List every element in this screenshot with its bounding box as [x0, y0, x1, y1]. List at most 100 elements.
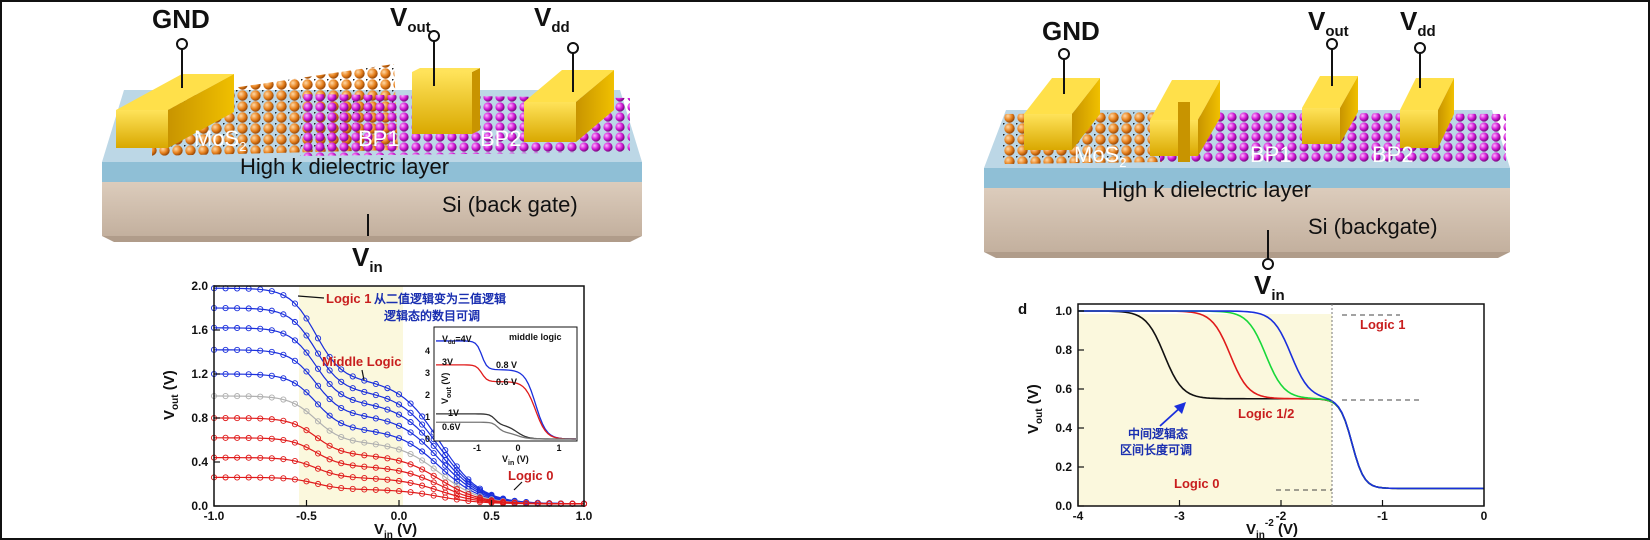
logichalf-annotation: Logic 1/2 — [1238, 406, 1294, 421]
x-tick-label: 1.0 — [576, 509, 593, 523]
curve-marker — [303, 408, 310, 415]
y-tick-label: 2.0 — [191, 279, 208, 293]
curve-marker — [234, 324, 241, 332]
curve-marker — [268, 416, 275, 423]
curve-marker — [315, 465, 322, 472]
curve-marker — [349, 474, 356, 481]
curve-marker — [326, 427, 333, 434]
y-tick-label-right: 0.8 — [1055, 343, 1072, 357]
curve-marker — [349, 396, 356, 404]
y-tick-label: 0.4 — [191, 455, 208, 469]
curve-marker — [361, 452, 368, 459]
curve-marker — [465, 497, 472, 505]
curve-marker — [280, 292, 287, 299]
curve-marker — [257, 347, 264, 354]
inset-08v-label: 0.8 V — [496, 360, 517, 370]
curve-marker — [349, 437, 356, 444]
curve-marker — [315, 480, 322, 488]
curve-marker — [245, 474, 252, 481]
inset-plot: -1 0 1 0 1 2 3 4 Vin (V) Vout (V) Vdd=4V… — [425, 326, 578, 467]
curve-marker — [338, 366, 345, 373]
curve-marker — [361, 475, 368, 482]
inset-curve — [436, 421, 577, 440]
y-tick-label-right: 0.0 — [1055, 499, 1072, 513]
inset-y-label: Vout (V) — [440, 373, 453, 404]
curve-marker — [453, 492, 460, 500]
curve-marker — [407, 400, 414, 407]
curve-marker — [453, 474, 460, 481]
curve-marker — [361, 439, 368, 446]
curve-marker — [384, 487, 391, 494]
dielectric-label: High k dielectric layer — [240, 154, 449, 179]
vout-label: Vout — [390, 2, 431, 36]
curve-marker — [326, 456, 333, 463]
curve-marker — [430, 479, 437, 486]
gnd-terminal-right — [1058, 48, 1070, 94]
curve-marker — [419, 482, 426, 489]
curve-marker — [407, 470, 414, 477]
curve-marker — [338, 420, 345, 427]
curve-marker — [395, 391, 403, 398]
curve-marker — [430, 485, 437, 493]
curve-marker — [384, 406, 391, 413]
curve-marker — [372, 486, 379, 493]
curve-marker — [268, 455, 275, 462]
curve-marker — [303, 368, 310, 375]
curve-marker — [315, 401, 322, 408]
curve-marker — [257, 474, 264, 481]
curve-marker — [280, 351, 287, 358]
curve-marker — [222, 454, 229, 461]
y-tick-label-right: 1.0 — [1055, 304, 1072, 318]
x-tick-label-right: -2 — [1276, 509, 1287, 523]
curve-marker — [268, 288, 275, 295]
curve-marker — [372, 453, 379, 460]
curve-marker — [453, 489, 460, 496]
vout-electrode — [412, 68, 480, 134]
bp1-label-right: BP1 — [1250, 142, 1292, 167]
curve-marker — [268, 307, 275, 314]
curve-marker — [326, 380, 333, 388]
curve-marker — [384, 431, 391, 438]
curve-marker — [372, 415, 379, 422]
curve-marker — [222, 324, 229, 331]
curve-marker — [361, 388, 368, 396]
curve-marker — [291, 380, 298, 387]
vdd-terminal-right — [1414, 42, 1426, 88]
mos2-label-right: MoS2 — [1074, 142, 1126, 170]
inset-x-label: Vin (V) — [502, 454, 529, 467]
vout-electrode-right — [1302, 76, 1358, 144]
x-tick-label-right: 0 — [1481, 509, 1488, 523]
curve-marker — [303, 461, 310, 468]
curve-marker — [430, 465, 437, 472]
y-tick-label: 1.6 — [191, 323, 208, 337]
curve-marker — [407, 419, 414, 426]
mos2-label: MoS2 — [194, 126, 246, 154]
curve-marker — [280, 475, 287, 482]
curve-marker — [222, 474, 229, 481]
curve-marker — [245, 434, 252, 442]
inset-vdd-label: Vdd=4V — [442, 334, 472, 346]
curve-marker — [234, 474, 241, 481]
inset-y-tick: 1 — [425, 412, 430, 422]
gate-electrode-right — [1150, 80, 1220, 162]
curve-marker — [395, 477, 403, 485]
vin-label-right: Vin — [1254, 270, 1285, 304]
curve-marker — [338, 378, 345, 385]
curve-marker — [453, 486, 460, 493]
curve-marker — [326, 442, 333, 449]
curve-marker — [395, 488, 403, 495]
chinese-annotation-arrowhead — [1174, 402, 1186, 414]
inset-06v-label: 0.6V — [442, 422, 461, 432]
dielectric-label-right: High k dielectric layer — [1102, 177, 1311, 202]
curve-marker — [245, 371, 252, 378]
curve-marker — [395, 422, 403, 429]
curve-marker — [384, 418, 391, 425]
curve-marker — [222, 434, 229, 441]
left-axis-ticks — [213, 285, 585, 507]
curve-marker — [234, 393, 241, 400]
x-tick-label: 0.5 — [483, 509, 500, 523]
inset-3v-label: 3V — [442, 357, 453, 367]
curve-marker — [419, 466, 426, 473]
